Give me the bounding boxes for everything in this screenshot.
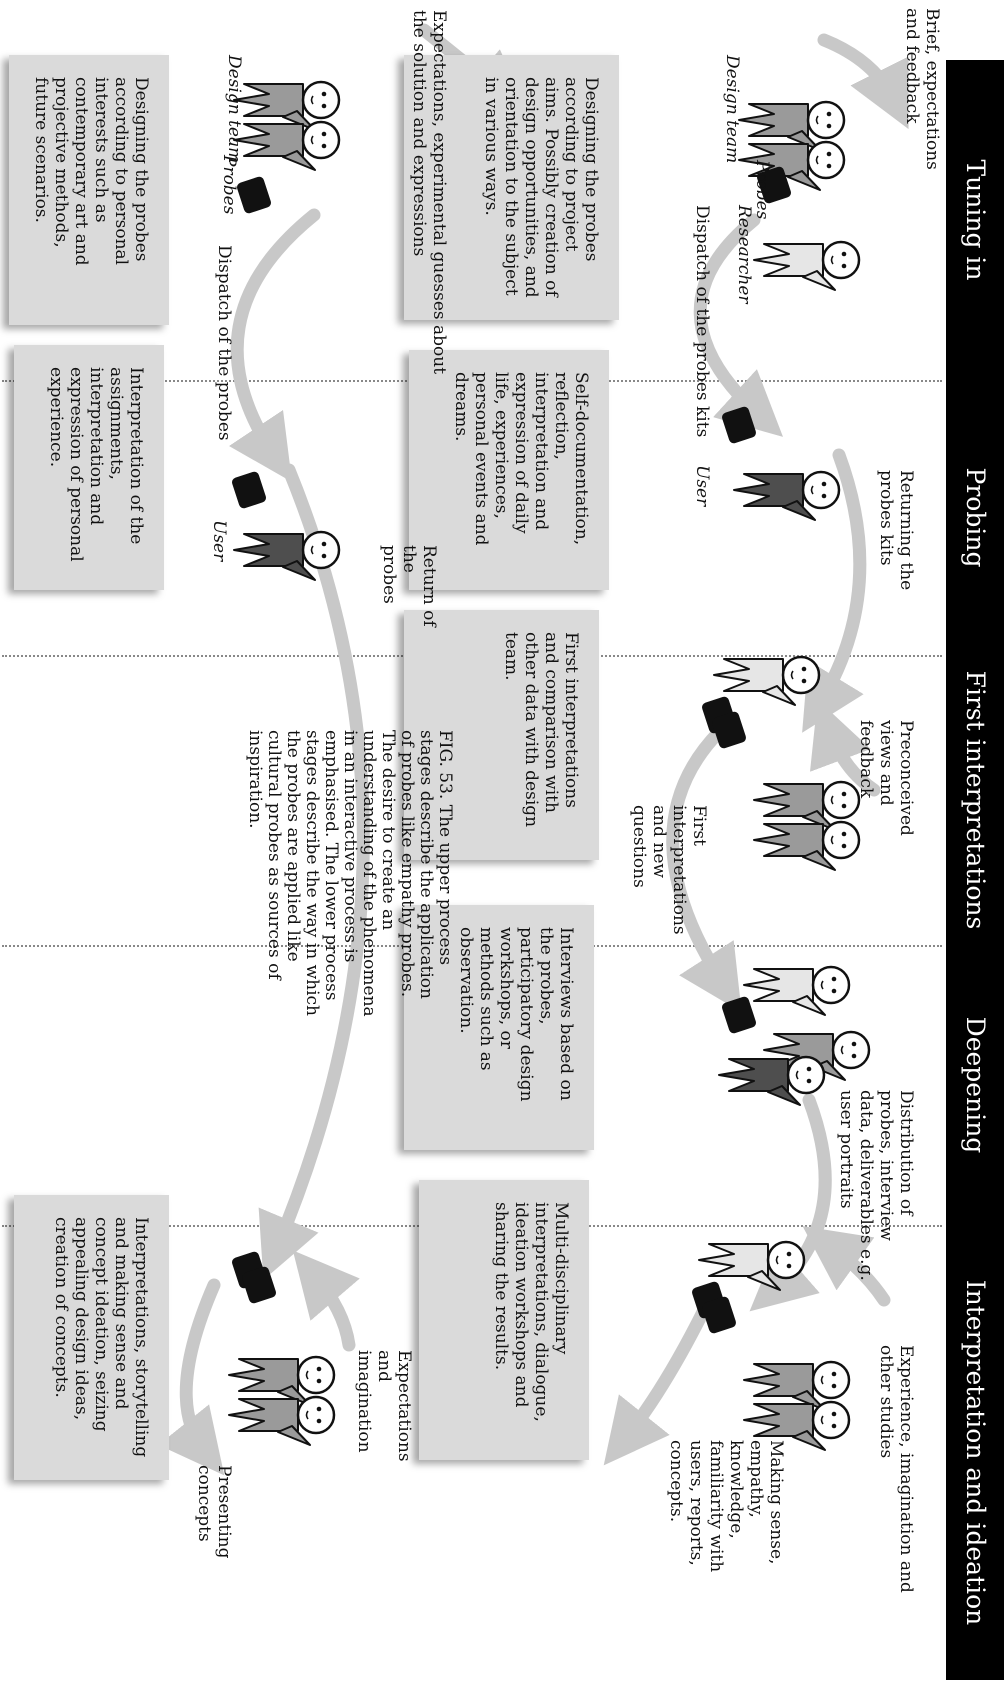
label-return-probes: Return of the probes bbox=[379, 545, 439, 627]
label-returning-kits: Returning the probes kits bbox=[876, 470, 916, 591]
label-user: User bbox=[209, 520, 229, 562]
process-note: Multi-disciplinary interpretations, dial… bbox=[419, 1180, 589, 1460]
arrow-preconceived bbox=[809, 699, 881, 797]
researcher-figure bbox=[752, 240, 861, 292]
label-dispatch-kits: Dispatch of the probes kits bbox=[692, 205, 712, 438]
label-researcher: Researcher bbox=[734, 205, 754, 304]
label-experience: Experience, imagination and other studie… bbox=[876, 1345, 916, 1593]
designer-figure bbox=[752, 820, 861, 872]
label-first-interp: First interpretations and new questions bbox=[629, 805, 709, 935]
probe-kit-icon bbox=[720, 995, 758, 1035]
arrow-dispatch-probes bbox=[228, 208, 321, 483]
label-probes: Probes bbox=[752, 160, 772, 220]
label-dispatch-probes: Dispatch of the probes bbox=[214, 245, 234, 441]
probe-kit-icon bbox=[235, 175, 273, 215]
process-note: Designing the probes according to person… bbox=[9, 55, 169, 325]
arrow-brief bbox=[817, 33, 909, 130]
label-preconceived: Preconceived views and feedback bbox=[856, 720, 916, 836]
process-note: Interpretations, storytelling and making… bbox=[14, 1195, 169, 1480]
label-expect-imag: Expectations and imagination bbox=[354, 1350, 414, 1462]
arrow-experience bbox=[802, 1226, 891, 1307]
label-user: User bbox=[692, 465, 712, 507]
label-making-sense: Making sense, empathy, knowledge, famili… bbox=[666, 1440, 786, 1573]
designer-figure bbox=[232, 120, 341, 172]
label-brief: Brief, expectations and feedback bbox=[902, 8, 942, 170]
probe-kit-icon bbox=[230, 470, 268, 510]
figure-caption: FIG. 53. The upper process stages descri… bbox=[245, 730, 455, 1017]
label-expectations: Expectations, experimental guesses about… bbox=[409, 10, 449, 375]
arrow-presenting bbox=[158, 1278, 225, 1476]
arrow-return-kits bbox=[802, 448, 867, 733]
arrow-expect-imag bbox=[292, 1250, 360, 1352]
process-note: Interpretation of the assignments, inter… bbox=[14, 345, 164, 590]
label-probes: Probes bbox=[219, 155, 239, 215]
designer-figure bbox=[227, 1395, 336, 1447]
arrow-making-sense bbox=[603, 1303, 711, 1466]
researcher-figure bbox=[742, 965, 851, 1017]
label-presenting: Presenting concepts bbox=[194, 1465, 234, 1559]
arrow-dispatch-kits bbox=[693, 213, 783, 437]
researcher-figure bbox=[712, 655, 821, 707]
label-design-team: Design team bbox=[722, 55, 742, 164]
user-figure bbox=[732, 470, 841, 522]
arrow-return-probes bbox=[258, 463, 370, 1280]
label-distribution: Distribution of probes, interview data, … bbox=[836, 1090, 916, 1281]
arrow-first-interp bbox=[666, 725, 742, 1013]
